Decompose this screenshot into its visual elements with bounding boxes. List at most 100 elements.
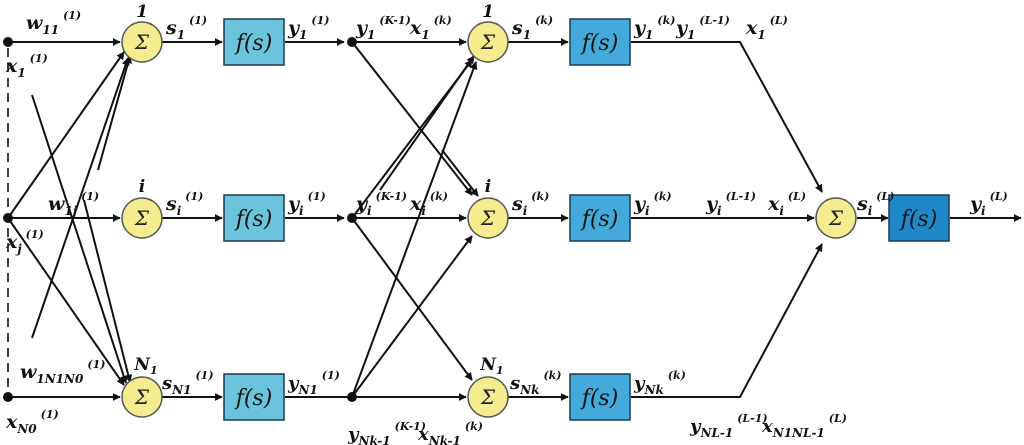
label-sup: (K-1) [395,420,426,433]
label-y1-km1: y1(K-1) [355,14,411,42]
sum-node-l1-top: Σ [121,21,163,63]
sum-node-lk-top: Σ [467,21,509,63]
label-sub: i [177,204,182,218]
label-main: x [761,416,773,437]
label-main: y [633,17,647,39]
label-main: x [5,55,18,77]
sum-node-lk-bot: Σ [467,376,509,418]
edge-k-bot-mid [351,235,473,398]
index-lk-bot: N1 [479,355,503,377]
label-y1-k: y1(k) [633,14,675,42]
svg-text:f(s): f(s) [580,386,619,411]
label-yNL-lm1: yNL-1(L-1) [689,412,768,440]
svg-text:f(s): f(s) [234,207,273,232]
label-sub: 1 [757,28,765,42]
label-sNk-k: sNk(k) [509,369,561,397]
edge-xj-sumN [7,217,125,386]
label-main: y [287,17,301,39]
label-sup: (1) [87,358,105,371]
label-sup: (k) [668,369,686,382]
label-main: y [287,373,300,394]
index-lk-mid: i [485,177,491,197]
fbox-l1-bot: f(s) [223,373,285,421]
label-sub: 11 [42,23,59,37]
label-main: s [511,193,523,215]
label-sup: (L) [770,14,788,27]
label-sub: 1 [523,28,531,42]
label-xN0: xN0(1) [5,408,59,436]
label-main: y [633,193,647,215]
label-sup: (1) [195,369,213,382]
svg-text:f(s): f(s) [899,207,938,232]
label-sub: Nk-1 [428,434,461,445]
label-sup: (L) [990,190,1008,203]
label-main: s [165,193,177,215]
edge-w1j-sum1 [97,55,132,171]
label-main: s [509,373,520,394]
label-x1-L: x1 (L) [745,14,788,42]
label-sub: i [981,204,986,218]
label-xj: xj (1) [5,228,44,256]
label-main: s [165,17,177,39]
label-main: x [5,231,18,253]
sum-node-lk-mid: Σ [467,197,509,239]
activation-boxes: f(s) f(s) f(s) f(s) f(s) f(s) f(s) [223,18,950,421]
edge-k-mid-bot [351,217,473,381]
label-sup: (k) [657,14,675,27]
label-sub: i [717,204,722,218]
label-main: y [355,193,369,215]
fbox-l1-top: f(s) [223,18,285,66]
label-y1-1: y1(1) [287,14,329,42]
sum-symbol: Σ [134,206,150,230]
label-sub: 1 [421,28,429,42]
index-l1-mid: i [139,177,145,197]
label-main: w [20,361,37,383]
edge-w1j-sumN [83,199,133,383]
svg-text:f(s): f(s) [580,31,619,56]
label-main: w [48,193,65,215]
label-sub: j [15,242,22,256]
label-sup: (1) [63,9,81,22]
label-sup: (1) [322,369,340,382]
svg-text:f(s): f(s) [580,207,619,232]
label-sub: N1NL-1 [772,426,825,440]
node-indices: 1 i N1 1 i N1 [133,2,503,377]
label-main: y [689,416,702,437]
label-w1N1N0: w1N1N0(1) [20,358,105,386]
sum-node-l1-bot: Σ [121,376,163,418]
fbox-lk-bot: f(s) [569,373,631,421]
index-lk-top: 1 [482,2,494,22]
label-main: y [969,193,983,215]
label-main: y [347,424,360,445]
label-x1: x1(1) [5,52,48,80]
label-sub: 1 [687,28,695,42]
label-main: x [409,17,422,39]
label-sup: (1) [26,228,44,241]
junction-dots [3,37,357,402]
label-sub: i [523,204,528,218]
label-yi-km1: yi(K-1) [355,190,407,218]
label-sup: (k) [434,14,452,27]
label-sub: 1 [17,66,25,80]
label-main: x [745,17,758,39]
label-sN1-1: sN1(1) [161,369,214,397]
label-sup: (k) [465,420,483,433]
label-w11: w11(1) [26,9,81,37]
label-sub: Nk-1 [357,434,390,445]
label-sup: (1) [185,190,203,203]
label-sub: i [645,204,650,218]
label-si-1: si(1) [165,190,203,218]
label-main: x [767,193,780,215]
fbox-l1-mid: f(s) [223,194,285,242]
label-main: y [355,17,369,39]
sum-symbol: Σ [134,385,150,409]
label-si-k: si(k) [511,190,549,218]
label-main: x [417,424,429,445]
sum-symbol: Σ [828,206,844,230]
label-x1-k: x1 (k) [409,14,452,42]
label-xN1NL-L: xN1NL-1(L) [761,412,847,440]
label-sup: (k) [654,190,672,203]
label-main: x [5,411,18,433]
fbox-lL: f(s) [888,194,950,242]
